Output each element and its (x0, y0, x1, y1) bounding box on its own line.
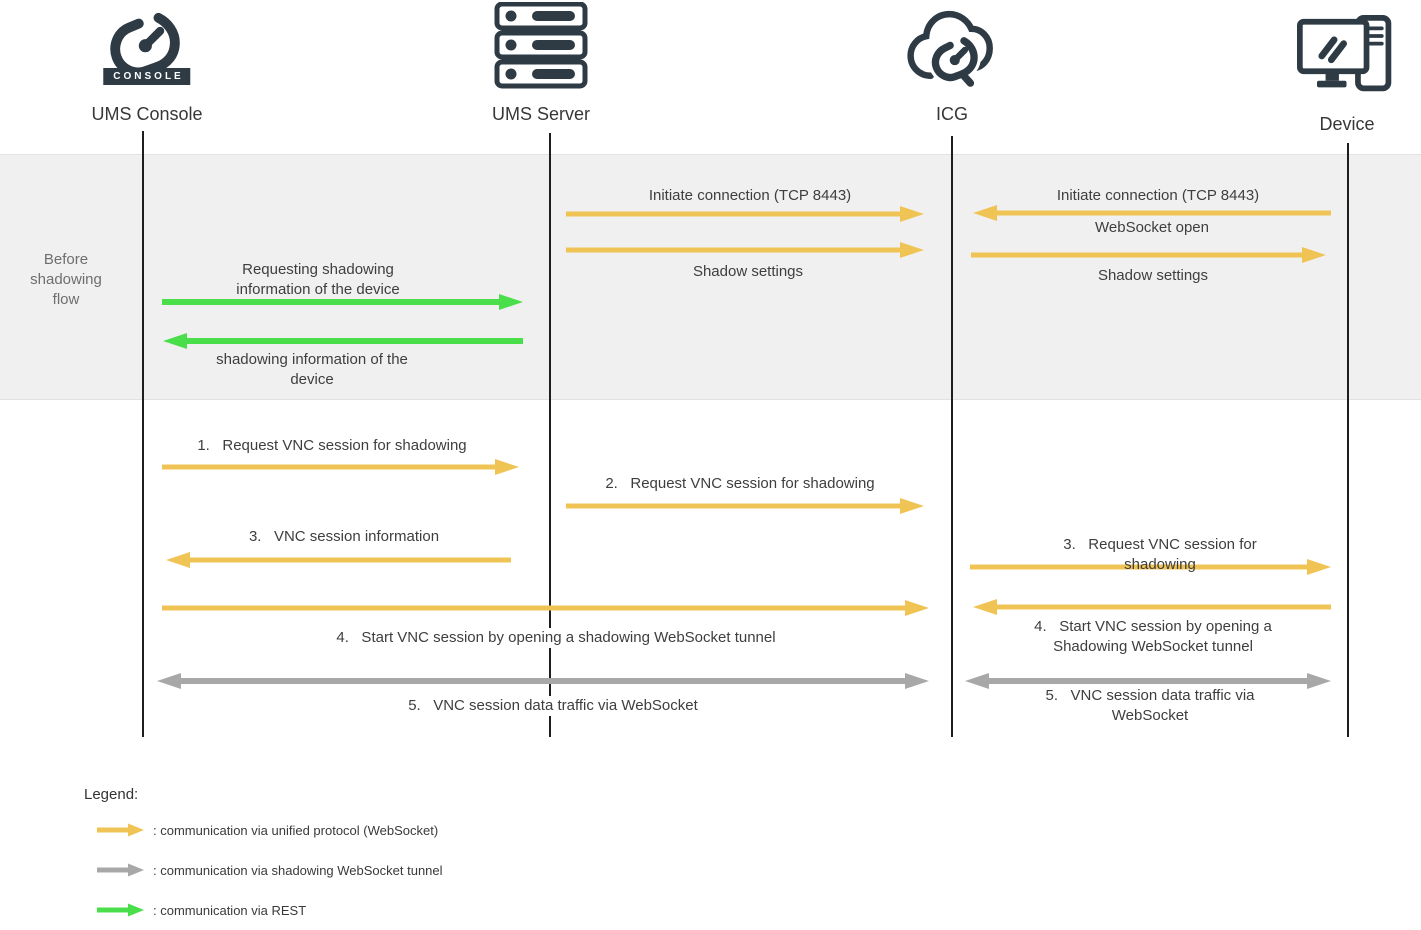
device-monitor-icon (1297, 15, 1392, 92)
arrow-m5-console-icg (157, 673, 929, 689)
arrow-shadow-settings-server-icg (566, 242, 924, 258)
label-step3-vnc-session-info: 3. VNC session information (248, 528, 440, 545)
before-shadowing-band (0, 154, 1421, 400)
label-websocket-open: WebSocket open (1095, 219, 1209, 236)
legend-label-rest: : communication via REST (153, 902, 307, 918)
legend-item-unified: : communication via unified protocol (We… (96, 822, 438, 838)
legend-title: Legend: (84, 786, 139, 803)
label-shadow-settings-icg-device: Shadow settings (1097, 267, 1209, 284)
arrow-m3-icg-device (970, 559, 1331, 575)
label-step1-request-vnc: 1. Request VNC session for shadowing (197, 437, 467, 454)
actor-name-device: Device (1319, 114, 1375, 134)
legend-arrow-unified-icon (97, 823, 144, 837)
actor-ums-server: UMS Server (481, 1, 601, 124)
band-label-before-shadowing-flow: Before shadowing flow (30, 251, 102, 308)
legend-arrow-tunnel-icon (97, 863, 144, 877)
label-initiate-connection-device-icg: Initiate connection (TCP 8443) (1056, 187, 1260, 204)
arrow-m3-server-console (166, 552, 511, 568)
logo-dot (949, 55, 960, 66)
label-step2-request-vnc: 2. Request VNC session for shadowing (605, 475, 875, 492)
label-step4-start-vnc-device: 4. Start VNC session by opening a Shadow… (1034, 618, 1272, 655)
legend-arrow-rest-icon (97, 903, 144, 917)
arrow-initiate-device-icg (973, 205, 1331, 221)
console-badge: CONSOLE (103, 68, 191, 85)
actor-icg: ICG (892, 4, 1012, 124)
actor-name-ums-server: UMS Server (491, 104, 591, 124)
legend-label-unified: : communication via unified protocol (We… (153, 822, 439, 838)
arrow-m5-icg-device (965, 673, 1331, 689)
actor-device: Device (1287, 12, 1407, 134)
label-return-shadow-info: shadowing information of the device (216, 351, 408, 388)
arrow-m1-console-server (162, 459, 519, 475)
label-step3-request-vnc-device: 3. Request VNC session for shadowing (1063, 536, 1261, 573)
label-request-shadow-info: Requesting shadowing information of the … (236, 261, 400, 298)
actor-name-icg: ICG (935, 104, 969, 124)
label-step5-vnc-traffic: 5. VNC session data traffic via WebSocke… (400, 696, 706, 716)
arrow-request-shadow-info (162, 294, 523, 310)
arrow-return-shadow-info (163, 333, 523, 349)
ums-server-icon (494, 1, 588, 89)
label-initiate-connection-server-icg: Initiate connection (TCP 8443) (648, 187, 852, 204)
legend-item-tunnel: : communication via shadowing WebSocket … (96, 862, 443, 878)
label-step5-vnc-traffic-device: 5. VNC session data traffic via WebSocke… (1045, 687, 1255, 724)
arrow-m4-device-icg (973, 599, 1331, 615)
arrow-shadow-settings-icg-device (971, 247, 1326, 263)
logo-dot (138, 39, 152, 53)
arrow-initiate-server-icg (566, 206, 924, 222)
actor-name-ums-console: UMS Console (91, 104, 203, 124)
legend-label-tunnel: : communication via shadowing WebSocket … (153, 862, 443, 878)
label-shadow-settings-server-icg: Shadow settings (692, 263, 804, 280)
actor-ums-console: CONSOLE UMS Console (87, 6, 207, 124)
label-step4-start-vnc: 4. Start VNC session by opening a shadow… (328, 628, 784, 648)
icg-cloud-icon (907, 10, 993, 87)
legend-item-rest: : communication via REST (96, 902, 306, 918)
arrow-m2-server-icg (566, 498, 924, 514)
arrow-m4-console-icg (162, 600, 929, 616)
